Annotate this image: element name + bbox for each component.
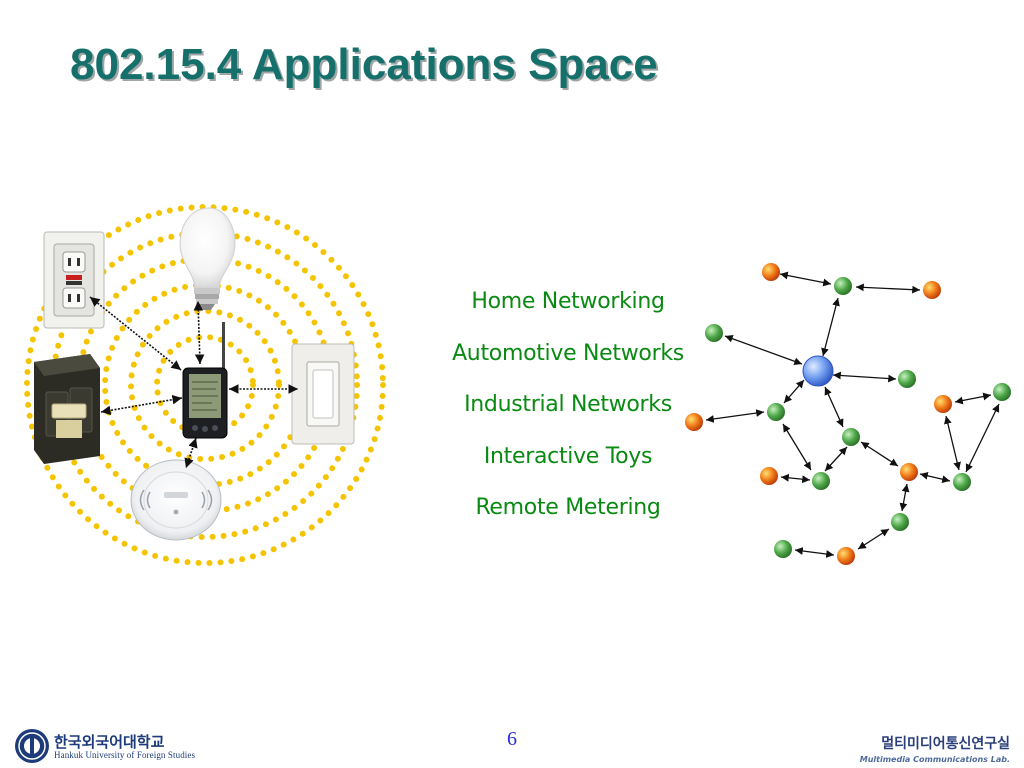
lab-name-korean: 멀티미디어통신연구실 (881, 736, 1010, 752)
university-logo: 한국외국어대학교 Hankuk University of Foreign St… (14, 728, 204, 764)
list-item: Interactive Toys (483, 443, 653, 469)
router-node (891, 513, 909, 531)
home-network-links (89, 296, 298, 469)
gfci-outlet-icon (43, 231, 105, 329)
university-name-english: Hankuk University of Foreign Studies (54, 750, 196, 760)
list-item: Remote Metering (475, 495, 661, 520)
mesh-network-nodes (685, 263, 1011, 565)
router-node (898, 370, 916, 388)
lab-name-english: Multimedia Communications Lab. (859, 755, 1010, 764)
end-device-node (762, 263, 780, 281)
mesh-network-links (705, 271, 1000, 558)
router-node (993, 383, 1011, 401)
smoke-detector-icon (130, 459, 222, 541)
light-switch-icon (291, 343, 355, 445)
router-node (774, 540, 792, 558)
application-list: Home Networking Automotive Networks Indu… (418, 284, 718, 542)
end-device-node (837, 547, 855, 565)
lab-logo: 멀티미디어통신연구실 Multimedia Communications Lab… (860, 733, 1010, 764)
router-node (834, 277, 852, 295)
list-item: Automotive Networks (452, 340, 684, 366)
list-item: Home Networking (471, 289, 665, 314)
router-node (812, 472, 830, 490)
router-node (842, 428, 860, 446)
end-device-node (685, 413, 703, 431)
page-number: 6 (507, 728, 517, 750)
end-device-node (934, 395, 952, 413)
coordinator-node (802, 355, 834, 387)
pda-device-icon (182, 322, 228, 439)
router-node (953, 473, 971, 491)
university-name-korean: 한국외국어대학교 (54, 733, 165, 751)
list-item: Industrial Networks (464, 392, 672, 417)
university-seal-icon (15, 729, 49, 763)
router-node (705, 324, 723, 342)
circuit-breaker-icon (34, 354, 100, 464)
end-device-node (900, 463, 918, 481)
end-device-node (760, 467, 778, 485)
end-device-node (923, 281, 941, 299)
router-node (767, 403, 785, 421)
light-bulb-icon (179, 207, 236, 310)
page-title: 802.15.4 Applications Space (70, 40, 658, 89)
